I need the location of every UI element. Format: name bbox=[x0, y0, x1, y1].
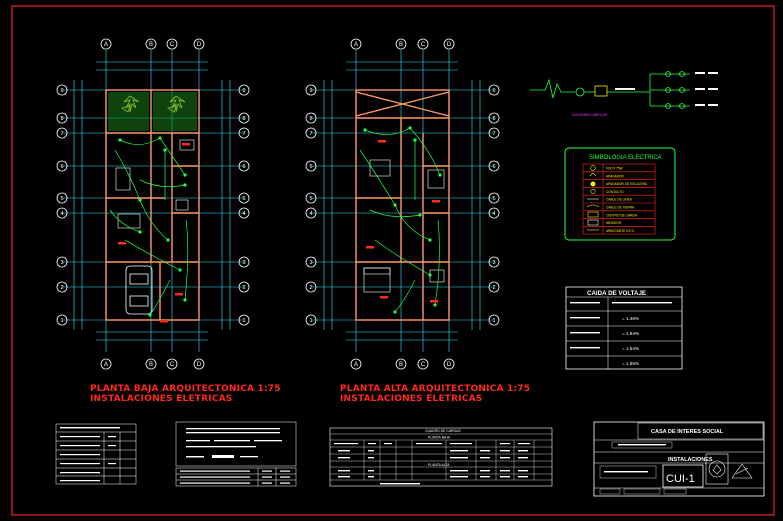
single-line-diagram bbox=[530, 71, 690, 109]
legend-item-4: CONTACTO bbox=[606, 190, 624, 194]
row-left-r3: 3 bbox=[242, 260, 245, 266]
row-right-r7: 7 bbox=[492, 131, 495, 137]
ground-plan-title: PLANTA BAJA ARQUITECTONICA 1:75 bbox=[90, 384, 281, 394]
legend-item-9: ARBOTANTE S.P.C. bbox=[606, 229, 635, 233]
row-right-4: 4 bbox=[309, 211, 312, 217]
row-left-8: 8 bbox=[60, 116, 63, 122]
axis-right-top-c: C bbox=[421, 42, 426, 48]
row-left-r4: 4 bbox=[242, 211, 245, 217]
row-right-3: 3 bbox=[309, 260, 312, 266]
load-table-subtitle: PLANTA BAJA bbox=[428, 436, 451, 440]
row-left-9: 9 bbox=[60, 88, 63, 94]
row-right-5: 5 bbox=[309, 196, 312, 202]
title-block-sheet-code: CUI-1 bbox=[666, 473, 695, 485]
axis-right-bot-a: A bbox=[354, 362, 358, 368]
notes-table-left bbox=[55, 423, 137, 485]
row-right-9: 9 bbox=[309, 88, 312, 94]
notes-block-center bbox=[175, 421, 297, 487]
row-right-r8: 8 bbox=[492, 116, 495, 122]
voltage-drop-row-4: = 1.65% bbox=[622, 361, 639, 366]
row-left-r2: 2 bbox=[242, 285, 245, 291]
upper-plan-title: PLANTA ALTA ARQUITECTONICA 1:75 bbox=[340, 384, 530, 394]
row-right-r1: 1 bbox=[492, 318, 495, 324]
legend-item-2: APAGADOR bbox=[606, 174, 625, 178]
legend-item-5: CABLE DE LINEA bbox=[606, 198, 633, 202]
axis-right-bot-d: D bbox=[447, 362, 452, 368]
upper-floor-plan bbox=[305, 38, 500, 370]
row-left-r7: 7 bbox=[242, 131, 245, 137]
row-right-1: 1 bbox=[309, 318, 312, 324]
row-left-3: 3 bbox=[60, 260, 63, 266]
voltage-drop-title: CAIDA DE VOLTAJE bbox=[587, 290, 646, 297]
sheet-border bbox=[11, 5, 775, 516]
legend-item-8: MEDIDOR bbox=[606, 221, 622, 225]
row-left-r9: 9 bbox=[242, 88, 245, 94]
axis-left-bot-b: B bbox=[149, 362, 153, 368]
row-right-r4: 4 bbox=[492, 211, 495, 217]
row-left-5: 5 bbox=[60, 196, 63, 202]
row-left-1: 1 bbox=[60, 318, 63, 324]
legend-item-1: FOCO 75W bbox=[606, 167, 623, 171]
row-right-8: 8 bbox=[309, 116, 312, 122]
row-left-r6: 6 bbox=[242, 164, 245, 170]
row-left-4: 4 bbox=[60, 211, 63, 217]
row-right-r5: 5 bbox=[492, 196, 495, 202]
voltage-drop-table: CAIDA DE VOLTAJE = 1.48% = 1.84% = 1.54%… bbox=[565, 286, 683, 370]
row-left-2: 2 bbox=[60, 285, 63, 291]
axis-right-top-d: D bbox=[447, 42, 452, 48]
axis-right-top-a: A bbox=[354, 42, 358, 48]
title-block: CASA DE INTERES SOCIAL INSTALACIONES CUI… bbox=[593, 421, 765, 497]
row-left-7: 7 bbox=[60, 131, 63, 137]
voltage-drop-row-3: = 1.54% bbox=[622, 346, 639, 351]
title-block-project: CASA DE INTERES SOCIAL bbox=[651, 429, 724, 435]
voltage-drop-row-1: = 1.48% bbox=[622, 316, 639, 321]
voltage-drop-row-2: = 1.84% bbox=[622, 331, 639, 336]
row-right-r2: 2 bbox=[492, 285, 495, 291]
axis-left-top-d: D bbox=[197, 42, 202, 48]
institution-seal bbox=[705, 453, 729, 485]
load-table-mid: PLANTA ALTA bbox=[428, 463, 450, 467]
load-table: CUADRO DE CARGAS PLANTA BAJA PLANTA ALTA bbox=[329, 427, 553, 487]
row-left-r8: 8 bbox=[242, 116, 245, 122]
ground-floor-plan bbox=[56, 38, 250, 370]
upper-plan-subtitle: INSTALACIONES ELETRICAS bbox=[340, 394, 482, 404]
load-table-title: CUADRO DE CARGAS bbox=[425, 429, 461, 433]
axis-left-bot-a: A bbox=[104, 362, 108, 368]
row-left-6: 6 bbox=[60, 164, 63, 170]
axis-left-bot-c: C bbox=[170, 362, 175, 368]
row-right-7: 7 bbox=[309, 131, 312, 137]
legend-item-6: CABLE DE TIERRA bbox=[606, 206, 635, 210]
row-right-r3: 3 bbox=[492, 260, 495, 266]
axis-right-bot-c: C bbox=[421, 362, 426, 368]
single-line-caption: DIAGRAMA UNIFILAR bbox=[572, 113, 608, 117]
title-block-sheet-name: INSTALACIONES bbox=[668, 457, 713, 463]
row-left-r1: 1 bbox=[242, 318, 245, 324]
row-right-r9: 9 bbox=[492, 88, 495, 94]
axis-right-bot-b: B bbox=[399, 362, 403, 368]
row-right-r6: 6 bbox=[492, 164, 495, 170]
legend-item-7: CENTRO DE CARGA bbox=[606, 213, 638, 217]
axis-left-bot-d: D bbox=[197, 362, 202, 368]
axis-left-top-c: C bbox=[170, 42, 175, 48]
axis-right-top-b: B bbox=[399, 42, 403, 48]
axis-left-top-a: A bbox=[104, 42, 108, 48]
row-right-2: 2 bbox=[309, 285, 312, 291]
ground-plan-subtitle: INSTALACIONES ELETRICAS bbox=[90, 394, 232, 404]
electrical-legend: SIMBOLOGIA ELECTRICA FOCO 75W bbox=[564, 147, 676, 241]
row-right-6: 6 bbox=[309, 164, 312, 170]
legend-item-3: APAGADOR DE ESCALERA bbox=[606, 182, 648, 186]
legend-title: SIMBOLOGIA ELECTRICA bbox=[589, 155, 662, 161]
institution-logo bbox=[731, 463, 753, 479]
axis-left-top-b: B bbox=[149, 42, 153, 48]
row-left-r5: 5 bbox=[242, 196, 245, 202]
